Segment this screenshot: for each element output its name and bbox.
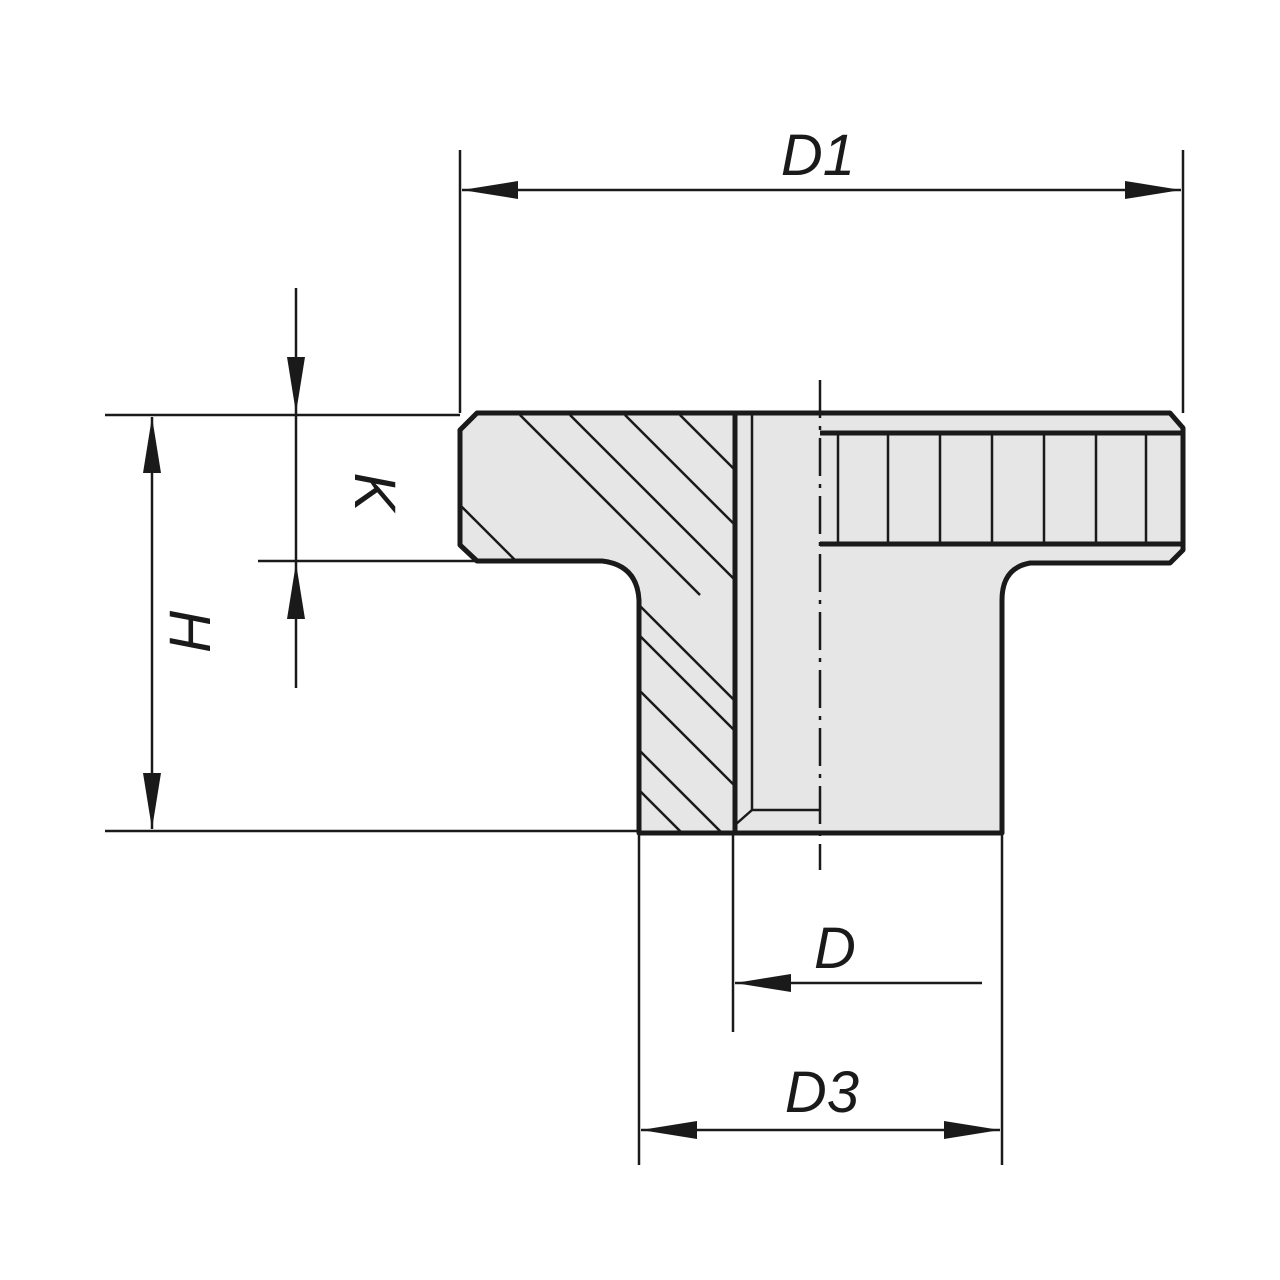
- part-body: [457, 380, 1186, 870]
- label-d3: D3: [785, 1060, 859, 1125]
- knurl-lines: [836, 433, 1148, 544]
- dimension-k: K: [105, 288, 477, 688]
- dimension-d3: D3: [637, 833, 1004, 1165]
- label-d1: D1: [781, 123, 855, 188]
- section-hatching: [460, 415, 735, 833]
- dimension-d1: D1: [458, 123, 1185, 413]
- dimension-d: D: [731, 833, 982, 1032]
- knob-head: [457, 410, 1186, 836]
- dimension-h: H: [105, 417, 639, 833]
- label-k: K: [342, 473, 407, 514]
- label-h: H: [157, 609, 222, 651]
- label-d: D: [814, 916, 856, 981]
